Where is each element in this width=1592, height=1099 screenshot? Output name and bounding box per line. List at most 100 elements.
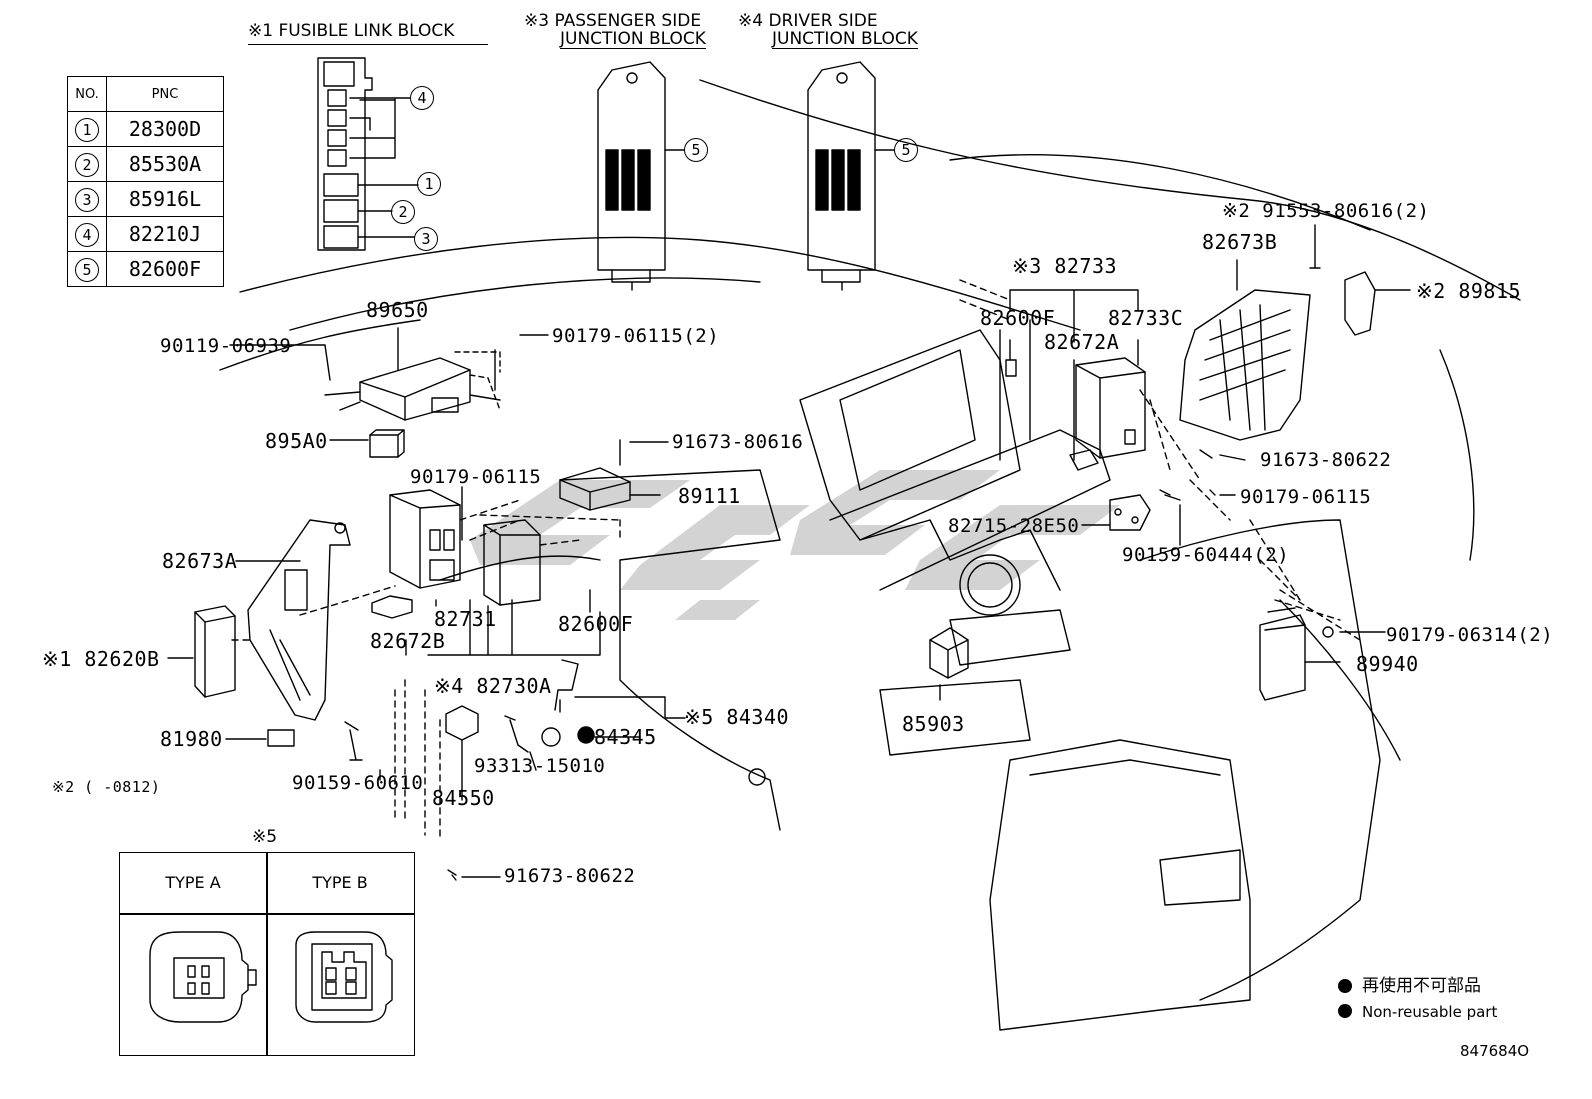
label-84345: 84345: [594, 725, 657, 749]
non-reusable-bullet-icon: [1338, 1004, 1352, 1018]
divider: [266, 853, 268, 1055]
label-note-2: ※2 ( -0812): [52, 778, 161, 796]
driver-junction-block: [807, 61, 895, 291]
pnc-no: 2: [75, 153, 99, 177]
label-89650: 89650: [366, 298, 429, 322]
bracket-82673A: [247, 519, 351, 721]
part-82672A: [1069, 357, 1146, 471]
callout-1: 1: [417, 172, 441, 196]
label-82673A: 82673A: [162, 549, 238, 573]
pnc-col-pnc: PNC: [106, 76, 224, 112]
label-82620B: ※1 82620B: [42, 647, 160, 671]
label-82672B: 82672B: [370, 629, 446, 653]
label-81980: 81980: [160, 727, 223, 751]
part-84550: [445, 705, 479, 791]
part-84345: [541, 726, 595, 747]
passenger-junction-block: [597, 61, 685, 291]
label-90179-06115-2: 90179-06115(2): [552, 325, 720, 347]
type-b-header: TYPE B: [312, 873, 368, 892]
label-90179-06115-left: 90179-06115: [410, 466, 542, 488]
callout-5-driver: 5: [894, 138, 918, 162]
part-89940: [1259, 607, 1341, 701]
module-89650: [324, 351, 501, 421]
callout-4: 4: [410, 86, 434, 110]
label-91673-80616: 91673-80616: [672, 431, 804, 453]
part-89815: [1344, 271, 1411, 336]
legend-en: Non-reusable part: [1362, 1003, 1498, 1021]
legend-jp: 再使用不可部品: [1362, 976, 1481, 996]
divider: [120, 913, 414, 915]
part-84340: [554, 659, 686, 719]
label-85903: 85903: [902, 712, 965, 736]
passenger-junction-title: ※3 PASSENGER SIDE: [524, 11, 702, 31]
pnc-no: 4: [75, 223, 99, 247]
driver-junction-title: ※4 DRIVER SIDE: [738, 11, 878, 31]
label-82600F-left: 82600F: [558, 612, 634, 636]
driver-junction-subtitle: JUNCTION BLOCK: [772, 29, 918, 49]
leader-lines: [229, 224, 1386, 801]
part-81980: [225, 729, 295, 747]
label-90159-60444: 90159-60444(2): [1122, 544, 1290, 566]
label-82733C: 82733C: [1108, 306, 1184, 330]
label-82600F-right: 82600F: [980, 306, 1056, 330]
part-895A0: [329, 429, 405, 458]
type-a-header: TYPE A: [165, 873, 221, 892]
bolt-90159-60610: [344, 721, 363, 761]
connector-type-a: [149, 931, 257, 1023]
table-row: 2 85530A: [67, 146, 224, 182]
pnc-value: 82600F: [106, 251, 224, 287]
passenger-junction-subtitle: JUNCTION BLOCK: [560, 29, 706, 49]
part-82672B: [371, 595, 413, 619]
pnc-value: 85530A: [106, 146, 224, 182]
label-89111: 89111: [678, 484, 741, 508]
pnc-value: 28300D: [106, 111, 224, 147]
connector-type-b: [295, 931, 393, 1023]
part-82620B: [167, 605, 236, 698]
pnc-value: 85916L: [106, 181, 224, 217]
screw-91673-80622-left: [447, 869, 501, 881]
pnc-no: 1: [75, 118, 99, 142]
pnc-no: 5: [75, 258, 99, 282]
callout-3: 3: [414, 227, 438, 251]
label-89940: 89940: [1356, 652, 1419, 676]
label-82730A: ※4 82730A: [434, 674, 552, 698]
non-reusable-bullet-icon: [1338, 979, 1352, 993]
screw-93313: [504, 715, 529, 753]
table-row: 1 28300D: [67, 111, 224, 147]
label-82672A: 82672A: [1044, 330, 1120, 354]
bracket-82673B: [1179, 289, 1311, 441]
label-90179-06314: 90179-06314(2): [1386, 624, 1554, 646]
type-table-ref: ※5: [252, 827, 278, 847]
phantom-lines: [231, 279, 1361, 841]
label-84550: 84550: [432, 786, 495, 810]
label-82731: 82731: [434, 607, 497, 631]
watermark-logo: [470, 470, 1120, 620]
label-895A0: 895A0: [265, 429, 328, 453]
pnc-no: 3: [75, 188, 99, 212]
label-89815: ※2 89815: [1416, 279, 1522, 303]
fusible-link-block-title: ※1 FUSIBLE LINK BLOCK: [248, 22, 488, 45]
label-82715-28E50: 82715-28E50: [948, 515, 1080, 537]
figure-id: 847684O: [1460, 1042, 1530, 1060]
part-82731: [389, 489, 541, 606]
table-row: 3 85916L: [67, 181, 224, 217]
label-90119-06939: 90119-06939: [160, 335, 292, 357]
callout-5-passenger: 5: [684, 138, 708, 162]
part-89111: [559, 439, 661, 511]
callout-2: 2: [391, 200, 415, 224]
label-93313-15010: 93313-15010: [474, 755, 606, 777]
pnc-col-no: NO.: [67, 76, 107, 112]
label-91553-80616: ※2 91553-80616(2): [1222, 200, 1430, 222]
label-91673-80622-right: 91673-80622: [1260, 449, 1392, 471]
label-90159-60610: 90159-60610: [292, 772, 424, 794]
label-84340: ※5 84340: [684, 705, 790, 729]
label-82733: ※3 82733: [1012, 254, 1118, 278]
bracket-82715: [1109, 489, 1181, 531]
connector-type-table: TYPE A TYPE B: [119, 852, 415, 1056]
label-90179-06115-right: 90179-06115: [1240, 486, 1372, 508]
label-82673B: 82673B: [1202, 230, 1278, 254]
